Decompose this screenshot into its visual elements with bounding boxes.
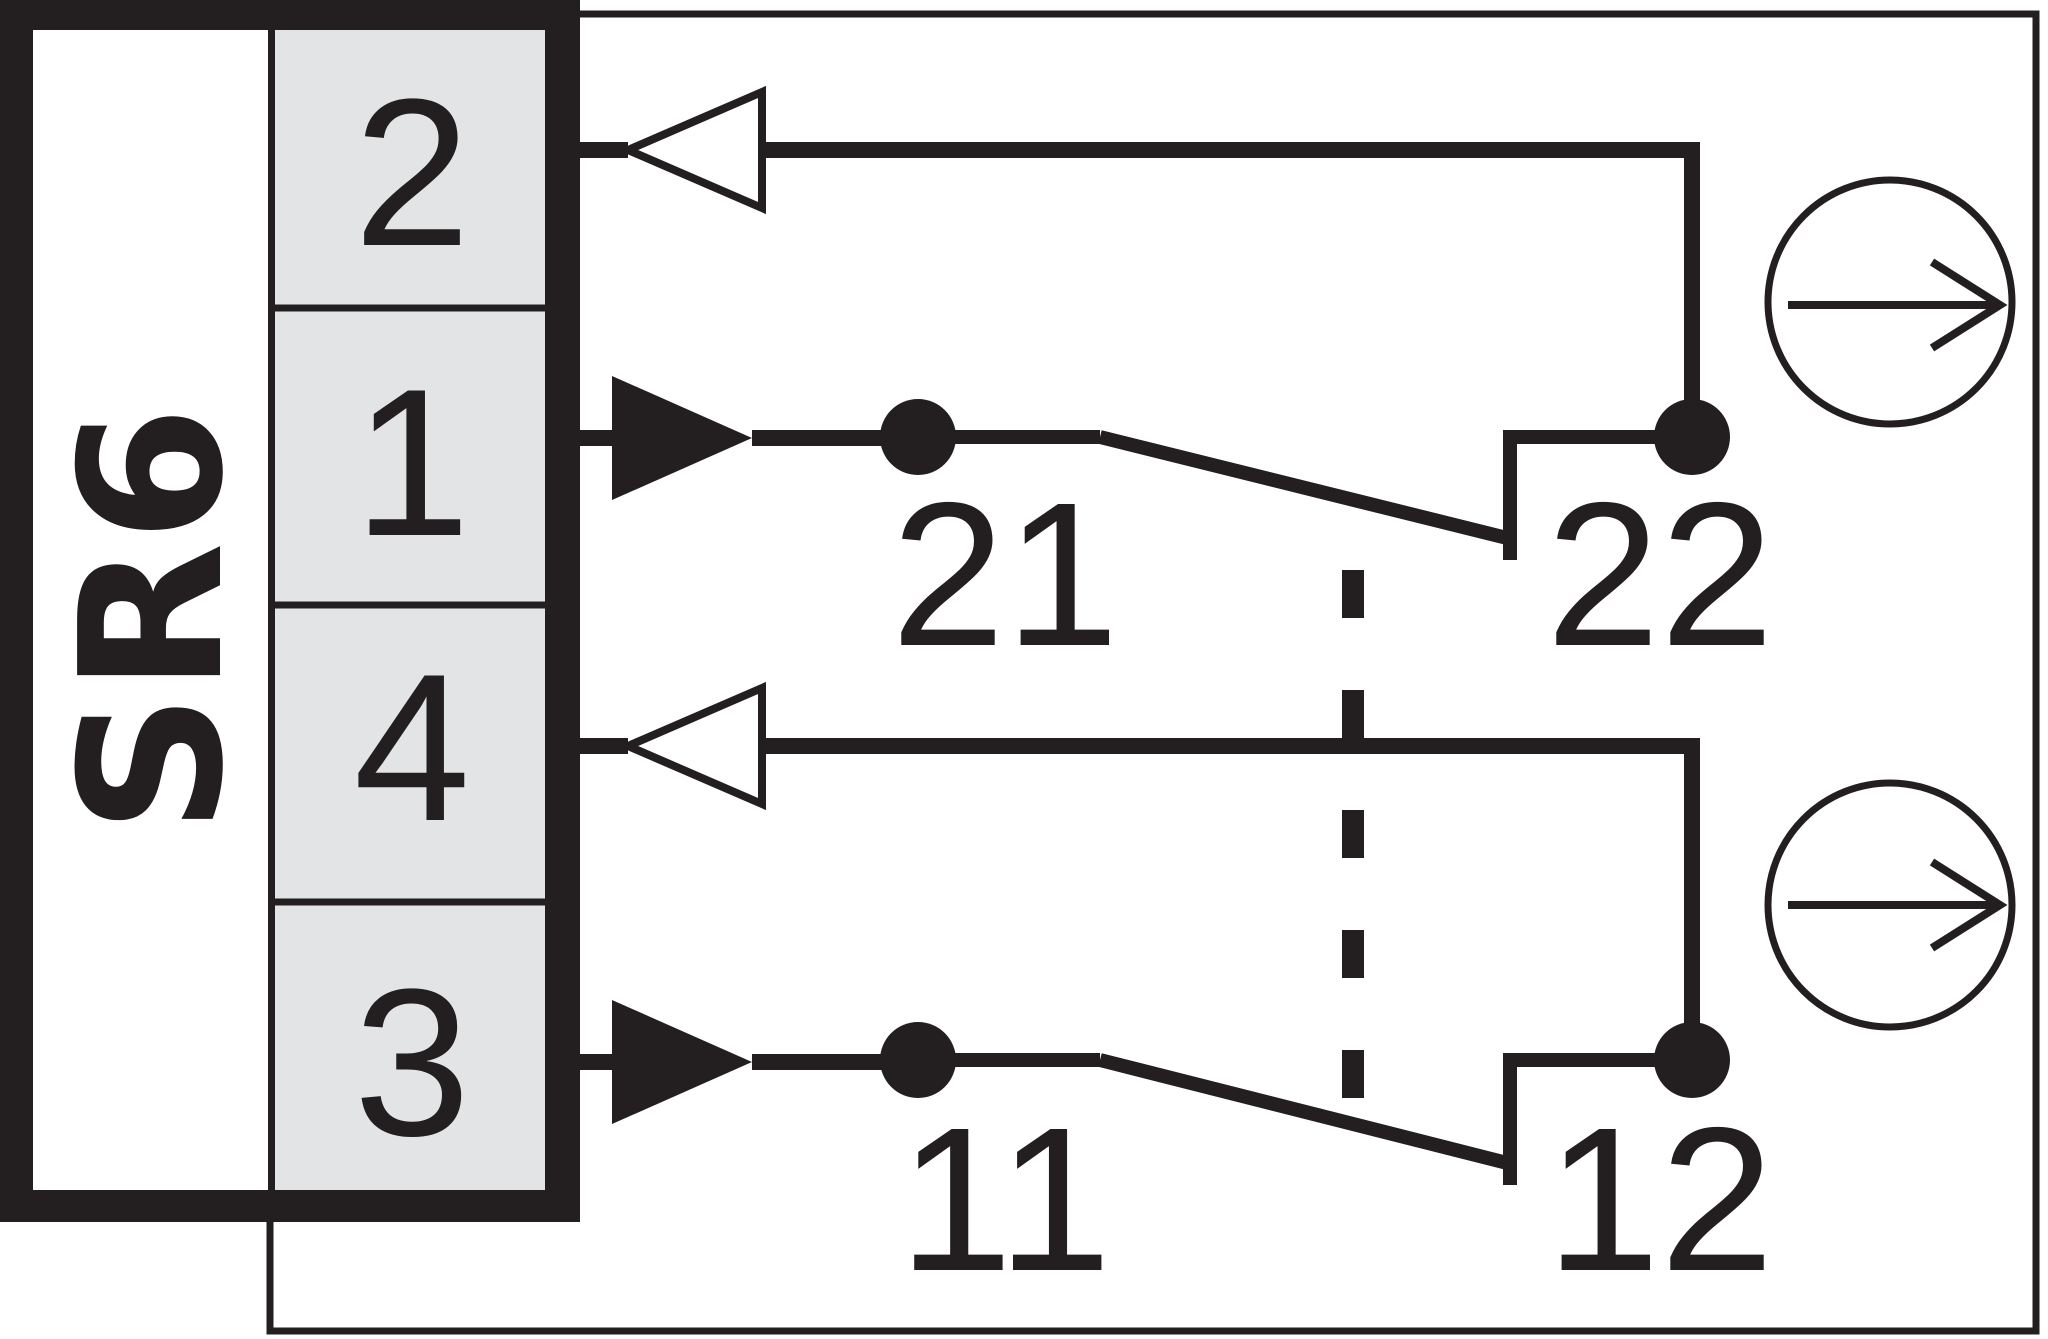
filled-arrow-pin1 (612, 376, 752, 500)
upper-contact: 21 22 (580, 85, 1774, 689)
terminal-dot-12 (1654, 1022, 1730, 1098)
pin-label-4: 4 (354, 630, 471, 865)
pin-label-3: 3 (354, 945, 471, 1180)
open-arrow-pin4 (617, 681, 766, 811)
output-arrow-circle-icon (1764, 176, 2016, 428)
switch-blade-upper (1098, 430, 1517, 547)
pin-label-2: 2 (354, 55, 471, 290)
wire-12-to-pin4 (762, 738, 1700, 1060)
terminal-label-22: 22 (1546, 460, 1774, 689)
open-arrow-pin2 (617, 85, 766, 215)
connector-block: SR6 2 1 4 3 (0, 0, 580, 1222)
terminal-label-21: 21 (891, 460, 1119, 689)
pin-label-1: 1 (354, 345, 471, 580)
terminal-label-12: 12 (1546, 1085, 1774, 1314)
switch-blade-lower (1098, 1053, 1517, 1172)
output-arrow-circle-icon (1764, 779, 2016, 1031)
terminal-label-11: 11 (899, 1085, 1112, 1314)
connector-label: SR6 (39, 406, 267, 834)
housing-frame (266, 10, 2040, 1335)
wire-22-to-pin2 (762, 142, 1700, 437)
filled-arrow-pin3 (612, 1000, 752, 1124)
terminal-dot-22 (1654, 399, 1730, 475)
lower-contact: 11 12 (580, 681, 1774, 1314)
